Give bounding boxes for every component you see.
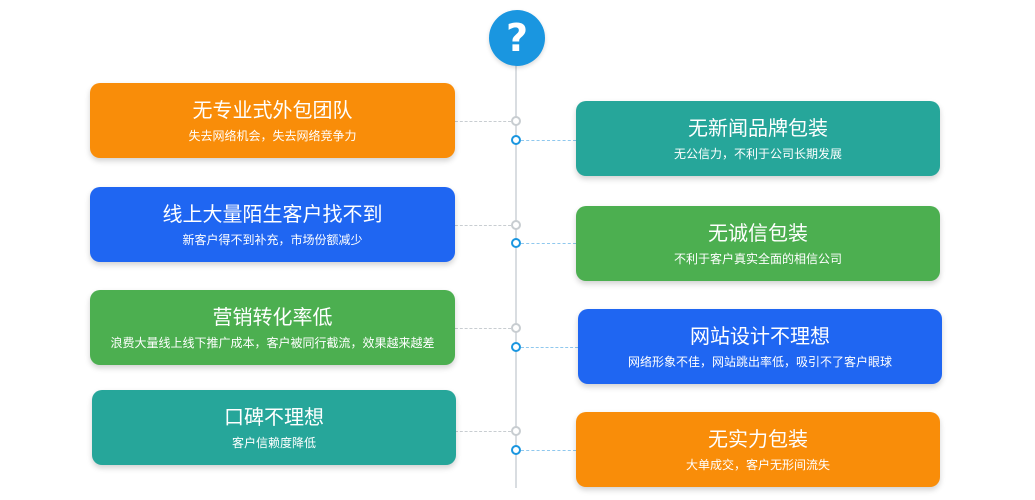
right-card-1-title: 无新闻品牌包装 <box>688 115 828 140</box>
timeline-node-left-4 <box>511 426 521 436</box>
right-card-4: 无实力包装 大单成交，客户无形间流失 <box>576 412 940 487</box>
right-card-1-subtitle: 无公信力，不利于公司长期发展 <box>673 146 842 161</box>
left-card-2: 线上大量陌生客户找不到 新客户得不到补充，市场份额减少 <box>90 187 455 262</box>
timeline-axis <box>515 58 517 488</box>
left-card-4: 口碑不理想 客户信赖度降低 <box>92 390 456 465</box>
connector-right-1 <box>521 140 576 141</box>
right-card-2-title: 无诚信包装 <box>708 220 808 245</box>
right-card-2: 无诚信包装 不利于客户真实全面的相信公司 <box>576 206 940 281</box>
question-mark-icon: ? <box>489 10 545 66</box>
right-card-1: 无新闻品牌包装 无公信力，不利于公司长期发展 <box>576 101 940 176</box>
timeline-node-left-2 <box>511 220 521 230</box>
right-card-4-subtitle: 大单成交，客户无形间流失 <box>685 457 830 472</box>
right-card-4-title: 无实力包装 <box>708 426 808 451</box>
left-card-3: 营销转化率低 浪费大量线上线下推广成本，客户被同行截流，效果越来越差 <box>90 290 455 365</box>
left-card-1-title: 无专业式外包团队 <box>192 97 353 122</box>
connector-right-4 <box>521 450 576 451</box>
left-card-4-title: 口碑不理想 <box>224 404 324 429</box>
connector-right-3 <box>521 347 578 348</box>
connector-left-3 <box>455 328 511 329</box>
left-card-1-subtitle: 失去网络机会，失去网络竞争力 <box>188 128 357 143</box>
timeline-node-left-1 <box>511 116 521 126</box>
left-card-2-title: 线上大量陌生客户找不到 <box>162 201 383 226</box>
connector-left-1 <box>455 121 511 122</box>
right-card-3: 网站设计不理想 网络形象不佳，网站跳出率低，吸引不了客户眼球 <box>578 309 942 384</box>
timeline-node-left-3 <box>511 323 521 333</box>
left-card-3-title: 营销转化率低 <box>212 304 333 329</box>
left-card-4-subtitle: 客户信赖度降低 <box>231 435 316 450</box>
timeline-node-right-2 <box>511 238 521 248</box>
left-card-1: 无专业式外包团队 失去网络机会，失去网络竞争力 <box>90 83 455 158</box>
right-card-3-subtitle: 网络形象不佳，网站跳出率低，吸引不了客户眼球 <box>627 354 892 369</box>
right-card-3-title: 网站设计不理想 <box>690 323 830 348</box>
right-card-2-subtitle: 不利于客户真实全面的相信公司 <box>673 251 842 266</box>
timeline-node-right-4 <box>511 445 521 455</box>
left-card-2-subtitle: 新客户得不到补充，市场份额减少 <box>182 232 363 247</box>
connector-right-2 <box>521 243 576 244</box>
timeline-node-right-3 <box>511 342 521 352</box>
connector-left-4 <box>455 431 511 432</box>
left-card-3-subtitle: 浪费大量线上线下推广成本，客户被同行截流，效果越来越差 <box>110 335 435 350</box>
connector-left-2 <box>455 225 511 226</box>
timeline-node-right-1 <box>511 135 521 145</box>
